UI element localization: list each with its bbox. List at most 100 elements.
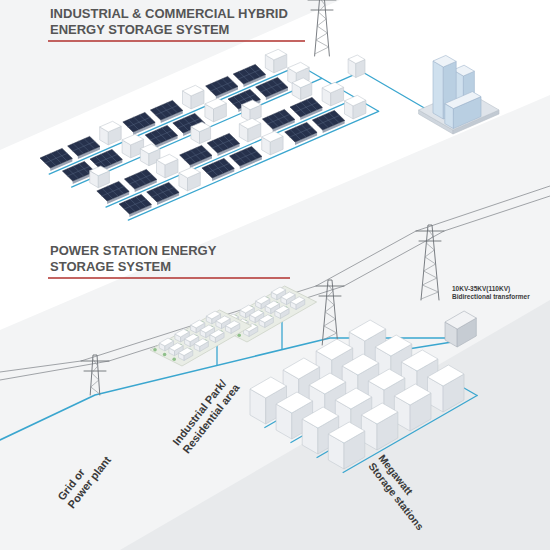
storage-cabinet [316,339,353,360]
storage-cabinet [361,403,398,424]
panel-grid [261,82,283,92]
storage-cabinet [140,144,160,154]
cable [300,65,379,111]
park-building [216,316,230,324]
panel-grid [290,127,312,137]
panel-grid [102,186,124,196]
park-building [210,330,224,338]
solar-panel [147,182,179,202]
storage-cabinet [288,62,310,73]
panel-grid [152,187,174,197]
storage-cabinet [302,407,339,428]
section-heading: INDUSTRIAL & COMMERCIAL HYBRID ENERGY ST… [50,6,312,38]
tree [172,358,176,362]
park-building [191,320,205,328]
storage-cabinet [345,95,366,106]
storage-cabinet [309,373,346,394]
tower-lattice [323,284,337,340]
cable [72,78,322,187]
panel-grid [211,81,233,91]
panel-grid [128,117,150,127]
solar-panel [90,149,122,169]
solar-panel [230,146,262,166]
tower-arm [316,286,344,287]
solar-panel [124,169,156,189]
solar-panel [97,181,129,201]
section-heading: POWER STATION ENERGY STORAGE SYSTEM [50,243,240,275]
inverter-box [348,55,365,64]
solar-panel [150,100,182,120]
transformer [445,311,476,329]
park-building [226,321,240,329]
storage-cabinet [250,377,287,398]
solar-panel [290,97,322,117]
panel-grid [318,115,340,125]
panel-grid [130,174,152,184]
solar-panel [233,64,265,84]
power-line [0,196,550,380]
area-label: Grid or Power plant [55,443,116,511]
storage-cabinet [242,100,262,110]
solar-panel [119,194,151,214]
storage-cabinet [265,49,287,60]
park-building [206,311,220,319]
storage-cabinet [276,392,313,413]
power-line [0,186,550,372]
panel-grid [235,151,257,161]
storage-cabinet [262,131,283,142]
park-building [175,329,189,337]
cable [49,65,299,174]
storage-cabinet [328,422,365,443]
park-building [159,338,173,346]
park-building [169,343,183,351]
park-building [291,297,305,305]
storage-cabinet [335,388,372,409]
tower-leg [315,0,330,56]
solar-panel [123,112,155,132]
park-pad [150,310,252,366]
cable [106,98,356,207]
storage-cabinet [157,154,179,165]
solar-panel [256,77,288,97]
solar-panel [202,158,234,178]
panel-grid [68,166,90,176]
solar-panel [312,110,344,130]
tower-lattice [91,359,100,394]
park-building [275,306,289,314]
tree [163,353,167,357]
storage-cabinet [394,384,431,405]
panel-grid [73,141,95,151]
tower-arm [311,10,333,11]
solar-panel [206,76,238,96]
storage-cabinet [239,118,260,129]
tower-lattice [421,229,438,299]
storage-cabinet [283,358,320,379]
solar-panel [180,145,212,165]
panel-grid [185,150,207,160]
cable [216,346,217,365]
park-building [185,334,199,342]
cable [281,322,282,349]
storage-cabinet [205,98,227,109]
panel-grid [295,102,317,112]
solar-panel [262,109,294,129]
park-building [179,348,193,356]
heading-underline [48,277,290,279]
ground-band [0,0,550,330]
tower-arm [319,296,341,297]
storage-cabinet [292,78,312,88]
park-building [281,292,295,300]
tower-arm [416,231,444,232]
solar-panel [285,122,317,142]
office-tower [433,55,456,67]
park-building [271,287,285,295]
tower-arm [308,0,336,1]
solar-panel [207,133,239,153]
tower-arm [419,241,441,242]
panel-grid [207,163,229,173]
storage-cabinet [368,369,405,390]
storage-cabinet [401,350,438,371]
storage-cabinet [342,354,379,375]
park-building [200,325,214,333]
